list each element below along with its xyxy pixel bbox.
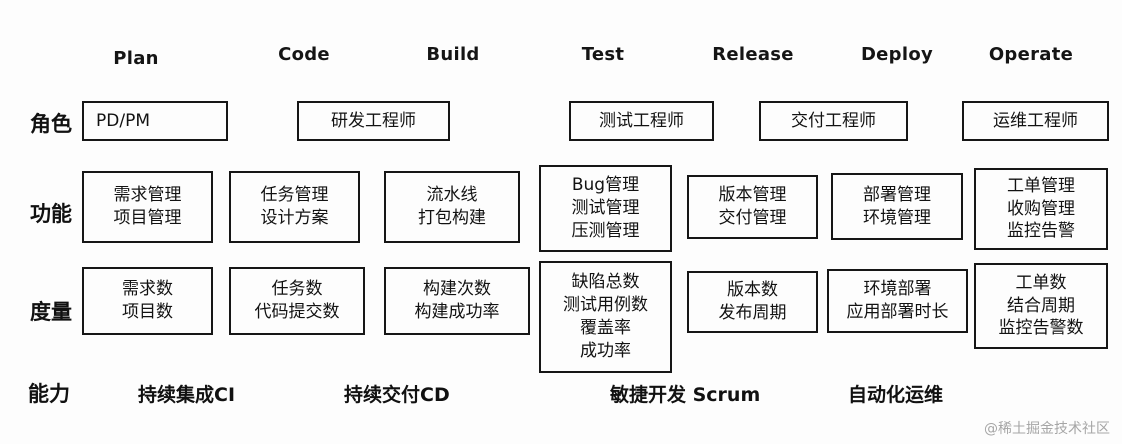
watermark: @稀土掘金技术社区 <box>984 421 1110 437</box>
metric-box-plan: 需求数 项目数 <box>82 267 213 335</box>
role-box-test: 测试工程师 <box>569 101 714 141</box>
role-box-plan: PD/PM <box>82 101 228 141</box>
row-label-capability: 能力 <box>28 382 70 406</box>
column-header-operate: Operate <box>988 44 1074 65</box>
capability-agile-scrum: 敏捷开发 Scrum <box>610 384 761 406</box>
capability-continuous-integration: 持续集成CI <box>138 384 236 406</box>
capability-continuous-delivery: 持续交付CD <box>344 384 450 406</box>
metric-box-build: 构建次数 构建成功率 <box>384 267 530 335</box>
function-box-deploy: 部署管理 环境管理 <box>831 173 963 240</box>
role-box-release: 交付工程师 <box>759 101 908 141</box>
function-box-plan: 需求管理 项目管理 <box>82 171 213 243</box>
row-label-role: 角色 <box>30 112 72 136</box>
function-box-release: 版本管理 交付管理 <box>687 175 818 239</box>
column-header-test: Test <box>581 44 625 65</box>
function-box-code: 任务管理 设计方案 <box>229 171 360 243</box>
column-header-build: Build <box>426 44 480 65</box>
row-label-metric: 度量 <box>30 300 72 324</box>
column-header-deploy: Deploy <box>860 44 934 65</box>
row-label-function: 功能 <box>30 202 72 226</box>
role-box-code: 研发工程师 <box>297 101 450 141</box>
metric-box-test: 缺陷总数 测试用例数 覆盖率 成功率 <box>539 261 672 373</box>
metric-box-code: 任务数 代码提交数 <box>229 267 365 335</box>
metric-box-deploy: 环境部署 应用部署时长 <box>827 269 968 333</box>
function-box-test: Bug管理 测试管理 压测管理 <box>539 165 672 252</box>
capability-automated-operations: 自动化运维 <box>848 384 944 406</box>
metric-box-operate: 工单数 结合周期 监控告警数 <box>974 263 1108 349</box>
role-box-operate: 运维工程师 <box>962 101 1109 141</box>
column-header-code: Code <box>278 44 330 65</box>
column-header-plan: Plan <box>113 48 159 69</box>
metric-box-release: 版本数 发布周期 <box>687 271 818 333</box>
function-box-operate: 工单管理 收购管理 监控告警 <box>974 168 1108 250</box>
column-header-release: Release <box>712 44 794 65</box>
function-box-build: 流水线 打包构建 <box>384 171 520 243</box>
